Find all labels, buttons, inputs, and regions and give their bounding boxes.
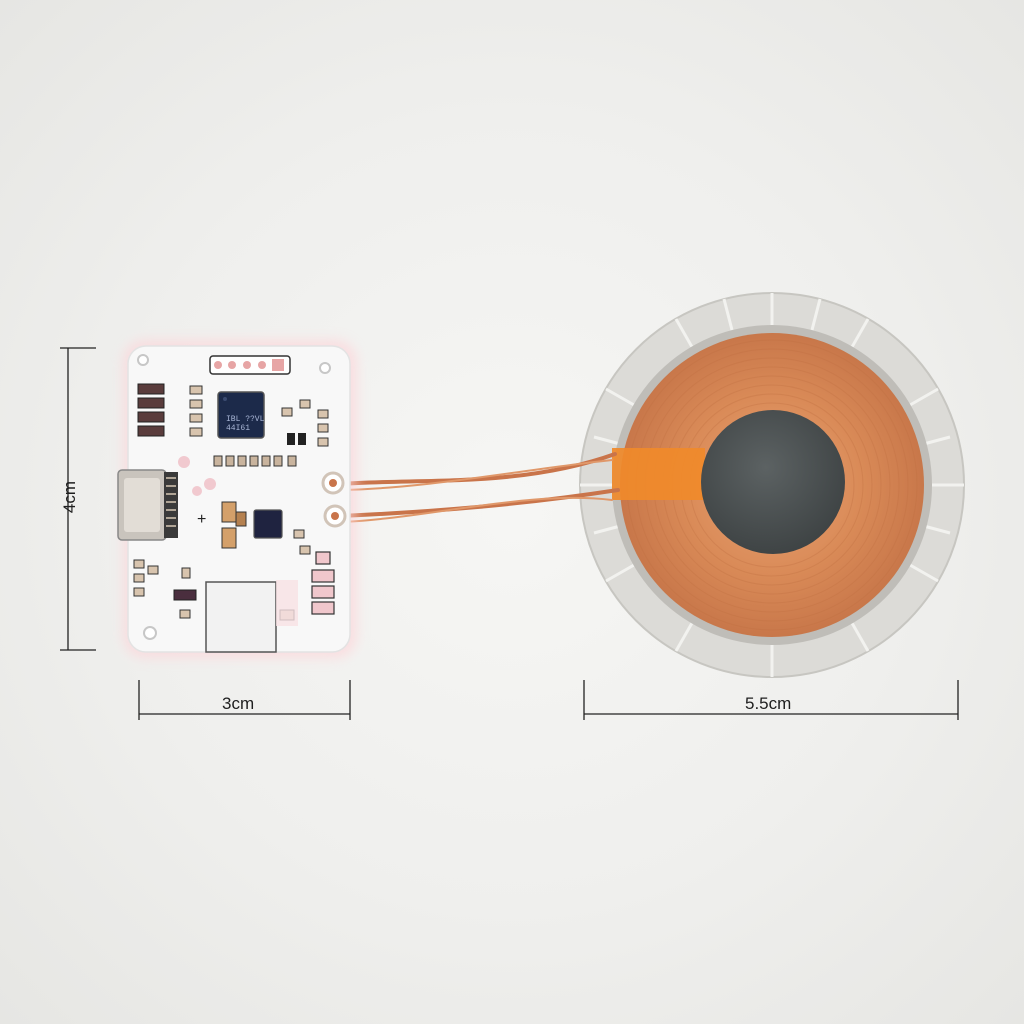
- inductor-stack: [311, 551, 335, 615]
- header-pads: [209, 355, 291, 375]
- coil-solder-pads: [321, 471, 347, 528]
- dimension-lines: [60, 347, 959, 720]
- transistor: [287, 433, 295, 445]
- secondary-ic-chip: [253, 509, 283, 539]
- wireless-coil-assembly: [579, 292, 965, 678]
- lead-wires: [338, 452, 620, 523]
- coil-diameter-label: 5.5cm: [745, 694, 792, 713]
- capacitor-group: [189, 385, 329, 447]
- usb-c-port: [117, 469, 178, 541]
- main-ic-chip: [217, 391, 265, 439]
- chip-marking-line-1: IBL ??VL: [226, 415, 265, 424]
- flex-tab: [612, 448, 705, 500]
- transistor: [298, 433, 306, 445]
- board-height-label: 4cm: [60, 480, 80, 514]
- ferrite-core: [701, 410, 845, 554]
- chip-marking-line-2: 44I61: [226, 424, 251, 433]
- magnet-segments: [580, 293, 964, 677]
- polarity-mark: +: [197, 511, 207, 528]
- mounting-hole: [137, 354, 149, 366]
- mounting-hole: [143, 626, 157, 640]
- resistor-stack: [137, 383, 165, 437]
- shield-module: [205, 581, 277, 653]
- tantalum-capacitors: [221, 501, 247, 549]
- board-width-label: 3cm: [222, 694, 255, 713]
- diode: [173, 589, 197, 601]
- mounting-hole: [319, 362, 331, 374]
- component-row: [213, 455, 297, 467]
- pcb-board: [117, 340, 357, 658]
